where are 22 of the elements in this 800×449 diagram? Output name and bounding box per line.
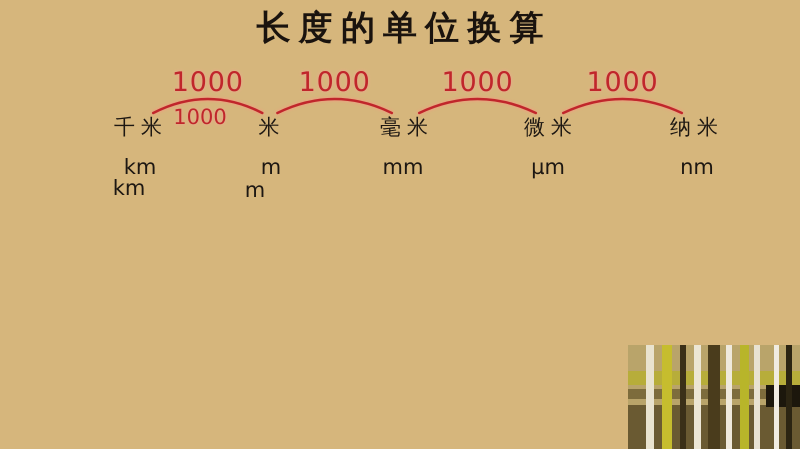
- title: 长度的单位换算: [256, 8, 552, 49]
- arc-connector: [152, 98, 264, 114]
- edge-label: 1000: [586, 69, 658, 96]
- unit-name: 微米: [518, 113, 578, 142]
- unit-symbol: mm: [382, 157, 424, 178]
- arc-connector: [276, 98, 394, 114]
- unit-symbol: m: [260, 157, 282, 178]
- edge-label: 1000: [172, 69, 244, 96]
- unit-symbol: km: [112, 178, 146, 199]
- unit-name: 纳米: [664, 113, 724, 142]
- arc-connector: [418, 98, 538, 114]
- arc-connector: [562, 98, 684, 114]
- unit-symbol: km: [124, 157, 156, 178]
- number-label: 1000: [173, 107, 227, 128]
- unit-symbol: nm: [680, 157, 714, 178]
- edge-label: 1000: [298, 69, 371, 96]
- unit-name: 千米: [108, 113, 168, 142]
- unit-name: 毫米: [374, 113, 434, 142]
- unit-symbol: μm: [531, 157, 565, 178]
- unit-symbol: m: [244, 180, 266, 201]
- edge-label: 1000: [442, 69, 514, 96]
- unit-name: 米: [252, 113, 286, 142]
